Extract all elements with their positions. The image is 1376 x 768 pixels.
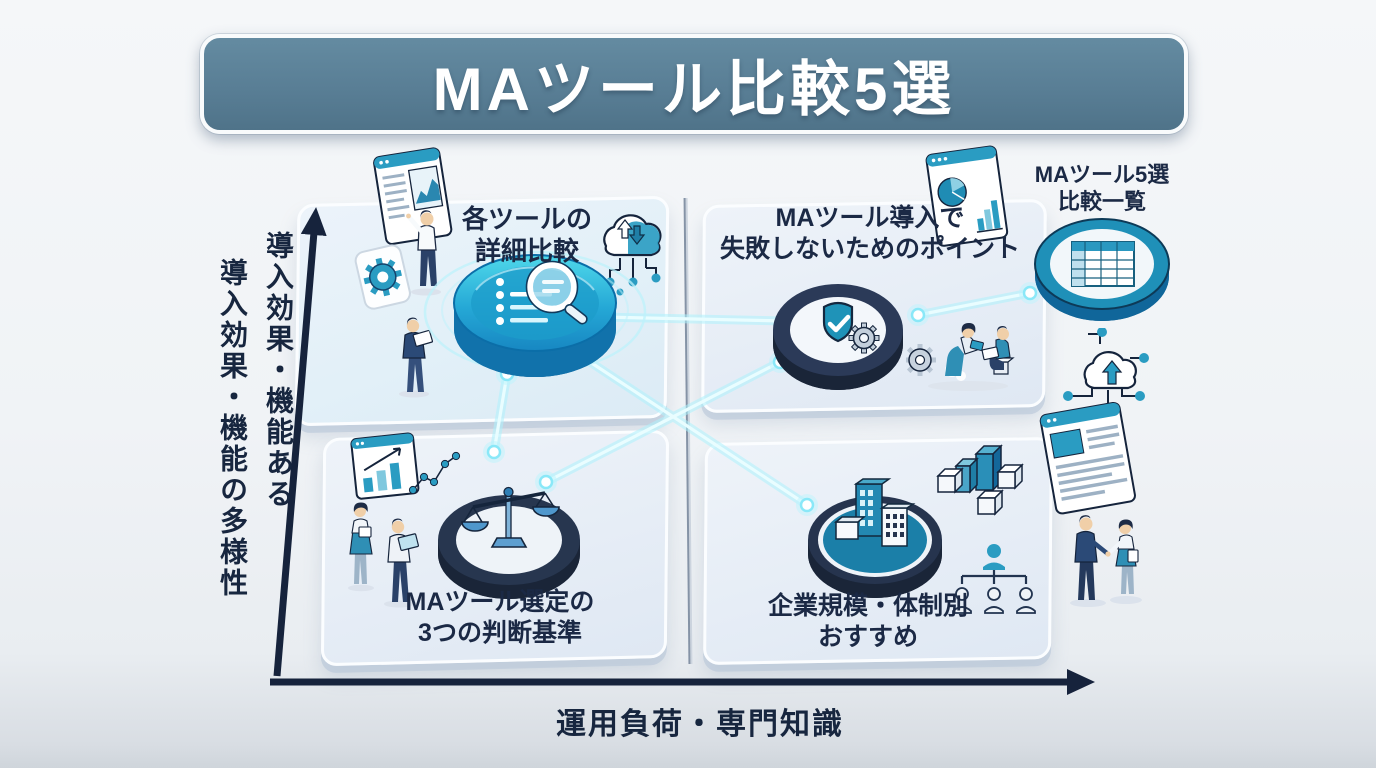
quadrant-divider: [683, 198, 691, 664]
woman: [1105, 519, 1139, 594]
scatter-trend-icon: [408, 451, 461, 495]
gear-icon: [354, 244, 411, 310]
page-title: MAツール比較5選: [432, 55, 956, 123]
quadrant-label-top-right: MAツール導入で 失敗しないためのポイント: [719, 204, 1020, 263]
quadrant-label-bottom-right: 企業規模・体制別 おすすめ: [767, 592, 968, 651]
sitting-woman: [945, 323, 984, 376]
standing-woman: [348, 502, 374, 592]
gear-icon: [848, 322, 880, 354]
y-axis-label-outer: 導入効果・機能の多様性: [217, 258, 248, 599]
scale: [461, 486, 560, 548]
shield-check-gear-icon: [773, 284, 903, 390]
person-with-laptop: [399, 317, 434, 398]
browser-bars-icon: [350, 432, 420, 500]
balance-scale-icon: [438, 486, 580, 599]
comparison-table-icon: [1034, 218, 1170, 321]
table: [1071, 241, 1135, 287]
org-chart-icon: [952, 544, 1036, 614]
quadrant-label-top-left: 各ツールの 詳細比較: [461, 204, 592, 266]
people-working-gears: [906, 323, 1015, 391]
y-axis-label-inner: 導入効果・機能ある: [263, 231, 294, 510]
man: [1074, 515, 1111, 600]
cubes-icon: [936, 444, 1024, 516]
side-panel-label: MAツール5選 比較一覧: [1034, 162, 1170, 214]
buildings-icon: [808, 478, 942, 598]
quadrant-label-bottom-left: MAツール選定の 3つの判断基準: [405, 588, 595, 647]
cloud-sync-icon: [603, 214, 662, 296]
title-banner: MAツール比較5選: [200, 34, 1188, 134]
standing-man-laptop: [384, 518, 419, 608]
handshake-people: [1070, 515, 1142, 607]
browser-chart-icon: [373, 147, 453, 245]
buildings: [833, 478, 916, 547]
x-axis-label: 運用負荷・専門知識: [556, 708, 844, 741]
browser-article-icon: [1039, 401, 1136, 515]
sitting-man: [981, 325, 1015, 375]
browser-pie-bar-icon: [925, 145, 1009, 247]
